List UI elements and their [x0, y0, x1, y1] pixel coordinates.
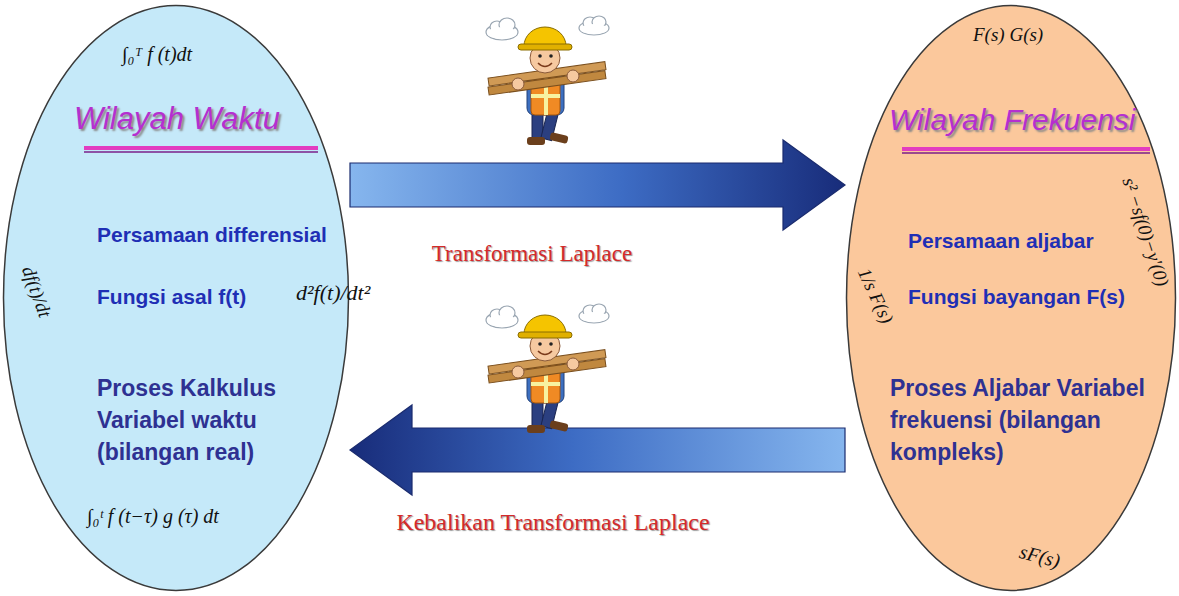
worker-figure: [486, 304, 609, 433]
block-arrow: [350, 140, 845, 230]
concept-label: Fungsi asal f(t): [97, 284, 246, 309]
concept-label: Persamaan aljabar: [908, 228, 1094, 253]
worker-figure: [486, 16, 609, 145]
math-formula: ∫₀ᵀ f (t)dt: [122, 42, 192, 66]
transform-label: Kebalikan Transformasi Laplace: [396, 508, 709, 537]
domain-region: F(s) G(s) Wilayah FrekuensiPersamaan alja…: [845, 4, 1177, 592]
heading-underline: [902, 147, 1150, 151]
domain-region: ∫₀ᵀ f (t)dtWilayah WaktuPersamaan differ…: [2, 4, 350, 592]
process-note: Proses Kalkulus Variabel waktu (bilangan…: [97, 372, 312, 469]
transform-label: Transformasi Laplace: [432, 240, 632, 268]
concept-label: Fungsi bayangan F(s): [908, 284, 1125, 309]
block-arrow: [350, 405, 845, 495]
math-formula: ∫₀ᵗ f (t−τ) g (τ) dt: [87, 504, 219, 528]
block-arrow: [350, 140, 845, 230]
heading-underline: [84, 151, 318, 153]
process-note: Proses Aljabar Variabel frekuensi (bilan…: [890, 372, 1145, 469]
block-arrow: [350, 405, 845, 495]
region-heading: Wilayah Frekuensi: [889, 102, 1136, 138]
region-ellipse: [847, 6, 1176, 591]
math-formula: d²f(t)/dt²: [296, 280, 370, 306]
heading-underline: [84, 146, 318, 150]
concept-label: Persamaan differensial: [97, 222, 327, 247]
heading-underline: [902, 152, 1150, 154]
math-formula: F(s) G(s): [973, 24, 1043, 47]
region-heading: Wilayah Waktu: [74, 100, 280, 137]
